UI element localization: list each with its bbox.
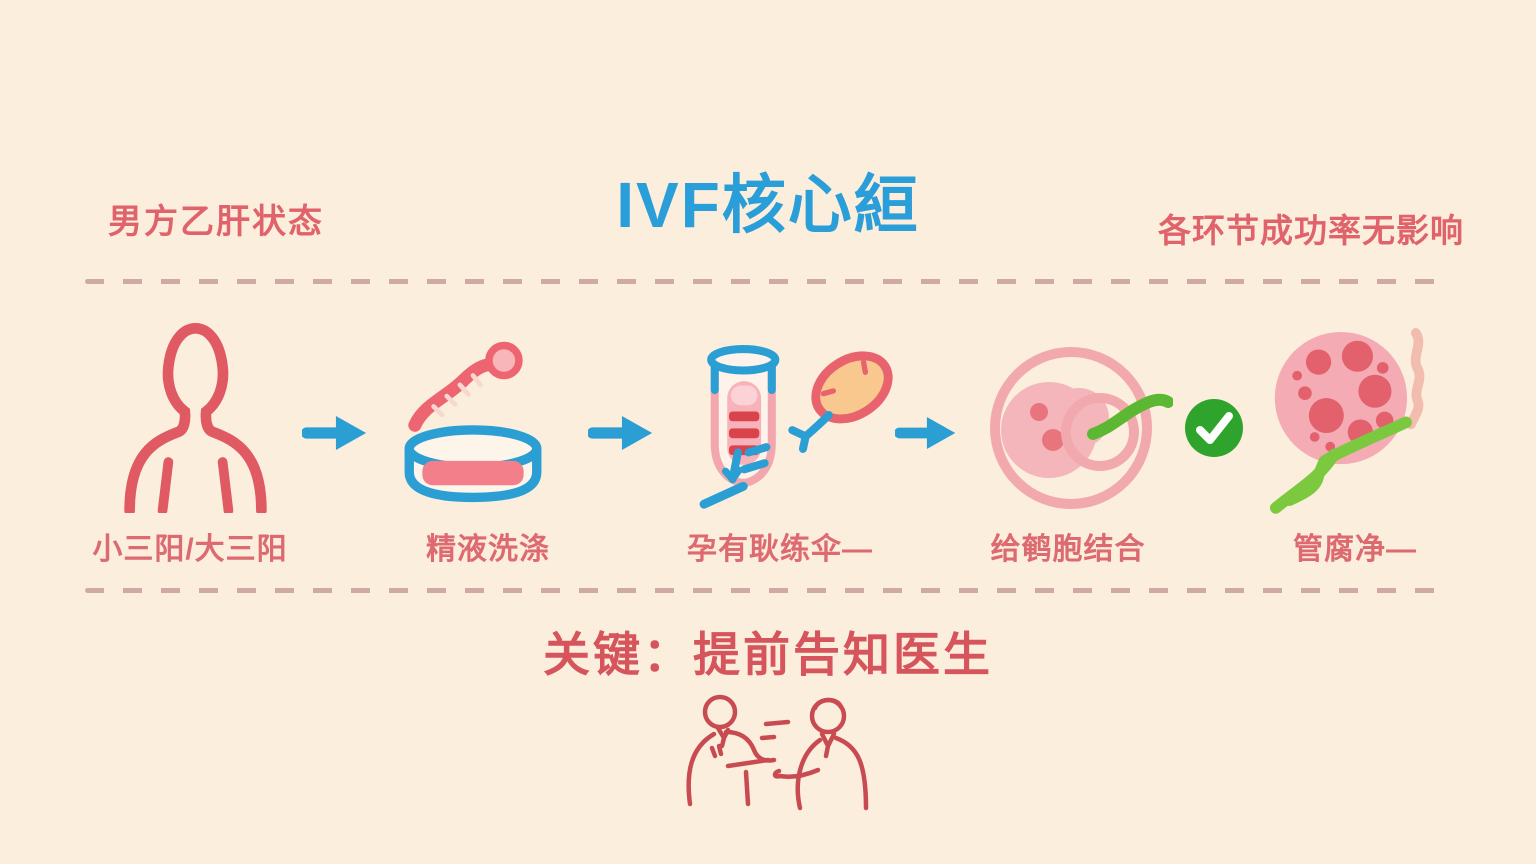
arrow-3-box bbox=[894, 412, 957, 459]
step-3-icon-box bbox=[688, 335, 893, 525]
doctor-patient-consultation-illustration bbox=[686, 694, 869, 811]
step-1-label: 小三阳/大三阳 bbox=[92, 533, 288, 566]
step-5-label: 管腐净— bbox=[1293, 533, 1417, 566]
check-circle-icon bbox=[1185, 399, 1243, 457]
arrow-1-box bbox=[301, 412, 368, 459]
right-arrow-icon bbox=[894, 417, 956, 449]
step-1-icon-box bbox=[118, 318, 273, 518]
key-message: 关键：提前告知医生 bbox=[543, 628, 993, 681]
test-tube-fertilization-icon bbox=[699, 345, 893, 509]
step-2-label: 精液洗涤 bbox=[426, 533, 550, 566]
right-arrow-icon bbox=[301, 416, 367, 450]
header-left-label: 男方乙肝状态 bbox=[108, 203, 324, 241]
dashed-divider-top bbox=[85, 279, 1451, 284]
step-4-label: 给鹌胞结合 bbox=[990, 533, 1146, 566]
right-arrow-icon bbox=[587, 416, 653, 450]
blastocyst-embryo-icon bbox=[1269, 328, 1425, 514]
step-4-icon-box bbox=[983, 342, 1174, 519]
step-2-icon-box bbox=[398, 328, 548, 518]
success-check-box bbox=[1183, 397, 1245, 464]
page-title: IVF核心絙 bbox=[616, 169, 920, 241]
petri-dish-sperm-icon bbox=[404, 341, 542, 503]
step-5-icon-box bbox=[1268, 315, 1443, 525]
dashed-divider-bottom bbox=[85, 588, 1451, 593]
step-3-label: 孕有耿练伞— bbox=[687, 533, 873, 566]
consultation-box bbox=[668, 686, 883, 826]
header-right-label: 各环节成功率无影响 bbox=[1158, 212, 1464, 249]
egg-cell-fertilization-icon bbox=[990, 347, 1174, 509]
male-patient-icon bbox=[124, 322, 267, 516]
arrow-2-box bbox=[587, 412, 654, 459]
